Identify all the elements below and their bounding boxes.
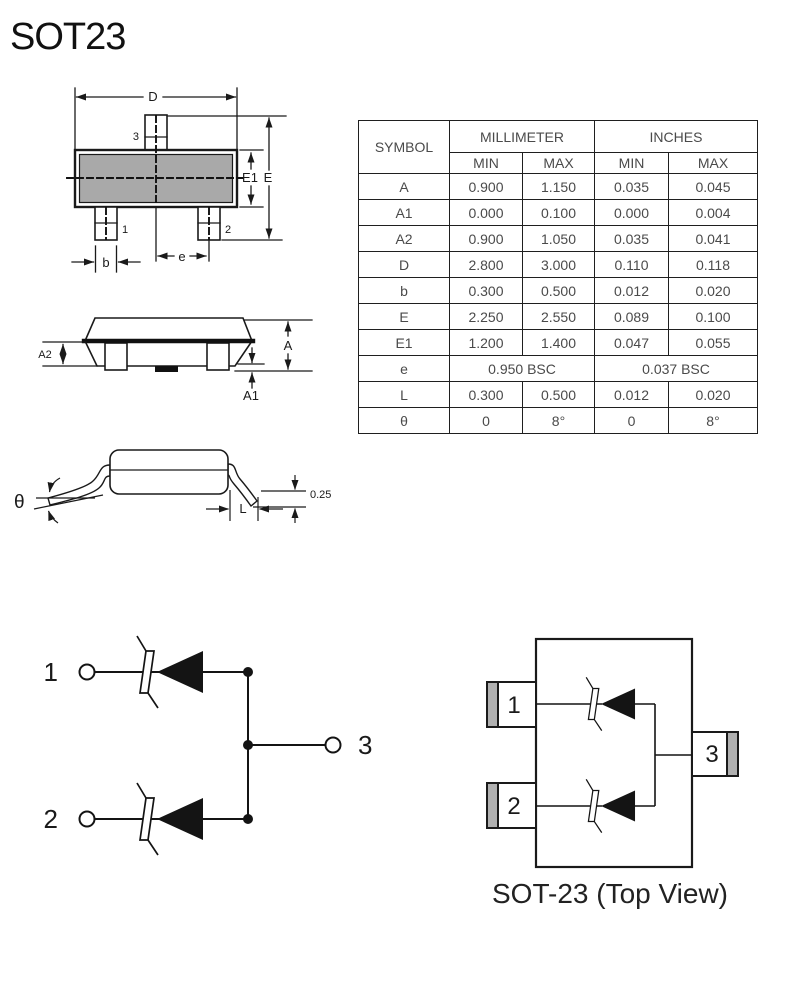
schematic-diagram: 1 2 3 xyxy=(44,635,372,856)
pin1-label: 1 xyxy=(122,224,128,236)
zener-diode-symbol xyxy=(136,635,204,709)
pin1-terminal xyxy=(78,663,96,681)
dim-label-b: b xyxy=(102,255,109,270)
pin3-label: 3 xyxy=(133,131,139,143)
dim-label-theta: θ xyxy=(14,492,25,513)
dimensions-table: SYMBOL MILLIMETER INCHES MIN MAX MIN MAX… xyxy=(358,120,758,434)
col-header-min: MIN xyxy=(449,152,523,174)
pin2-pad-end xyxy=(486,782,499,829)
body-profile xyxy=(109,449,229,495)
wires xyxy=(95,671,325,820)
pin3-pad-end xyxy=(726,731,739,777)
dimension-lines xyxy=(71,87,287,273)
dim-label-d: D xyxy=(148,89,157,104)
pin2-terminal xyxy=(78,810,96,828)
side-view-drawing: A2 A A1 xyxy=(38,317,313,403)
package-body xyxy=(534,637,694,869)
junction-dot xyxy=(243,814,253,824)
table-header-row: SYMBOL MILLIMETER INCHES xyxy=(358,120,758,174)
junction-dot xyxy=(243,667,253,677)
dim-label-a: A xyxy=(284,338,293,353)
gullwing-lead-left xyxy=(47,464,111,506)
table-subheader-row: MIN MAX MIN MAX xyxy=(359,152,758,174)
pin3-label: 3 xyxy=(358,730,372,760)
package-top-view: 1 2 3 xyxy=(486,637,739,869)
dim-label-e-width: E xyxy=(264,170,273,185)
col-header-max: MAX xyxy=(668,152,758,174)
dim-label-pitch: e xyxy=(178,249,185,264)
package-outline-drawing: D 3 1 2 E1 E e b xyxy=(66,87,287,273)
zener-diode-symbol xyxy=(136,782,204,856)
dimension-lines xyxy=(42,319,313,389)
pin3-label: 3 xyxy=(705,741,718,768)
pin3-terminal xyxy=(324,736,342,754)
col-header-min: MIN xyxy=(594,152,669,174)
dim-label-e1: E1 xyxy=(242,170,258,185)
junction-dot xyxy=(243,740,253,750)
dim-label-a2: A2 xyxy=(38,349,51,361)
pin2-label: 2 xyxy=(507,793,520,820)
pin2-label: 2 xyxy=(225,224,231,236)
top-view-caption: SOT-23 (Top View) xyxy=(491,878,729,909)
pin2-label: 2 xyxy=(44,804,58,834)
dim-label-a1: A1 xyxy=(243,388,259,403)
centerlines xyxy=(66,115,246,240)
col-header-symbol: SYMBOL xyxy=(358,120,450,174)
dim-label-standoff: 0.25 xyxy=(310,489,331,501)
gullwing-lead-right xyxy=(227,463,258,508)
col-header-millimeter: MILLIMETER xyxy=(449,120,595,153)
lead-left xyxy=(104,342,128,371)
dimension-lines xyxy=(33,475,306,524)
page-title: SOT23 xyxy=(10,16,126,58)
pin1-label: 1 xyxy=(507,692,520,719)
lead-detail-drawing: θ L 0.25 xyxy=(14,449,331,524)
pin1-pad-end xyxy=(486,681,499,728)
dim-label-l: L xyxy=(239,501,246,516)
col-header-max: MAX xyxy=(522,152,595,174)
lead-right xyxy=(206,342,230,371)
col-header-inches: INCHES xyxy=(594,120,758,153)
bottom-pad xyxy=(155,366,178,372)
pin1-label: 1 xyxy=(44,657,58,687)
